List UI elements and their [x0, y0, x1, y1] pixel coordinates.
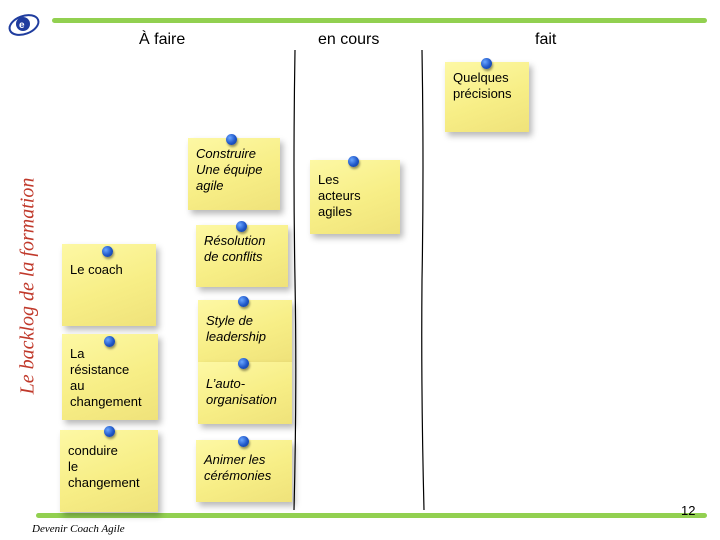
sticky-note-conduire-changement[interactable]: conduire le changement [60, 426, 158, 512]
sticky-note-style-leadership[interactable]: Style de leadership [198, 296, 292, 362]
note-text: Animer les cérémonies [204, 452, 272, 483]
note-text: Quelques précisions [453, 70, 512, 101]
backlog-title: Le backlog de la formation [16, 177, 39, 395]
sticky-note-acteurs-agiles[interactable]: Les acteurs agiles [310, 156, 400, 234]
header-rule [52, 18, 707, 23]
note-text: L’auto- organisation [206, 376, 277, 407]
column-divider-2 [420, 50, 425, 510]
company-logo-icon: e [8, 14, 40, 36]
note-text: La résistance au changement [70, 346, 142, 409]
sticky-note-animer-ceremonies[interactable]: Animer les cérémonies [196, 436, 292, 502]
pin-icon [226, 134, 237, 145]
sticky-note-resistance-changement[interactable]: La résistance au changement [62, 334, 158, 420]
note-text: conduire le changement [68, 443, 140, 490]
pin-icon [104, 336, 115, 347]
note-text: Style de leadership [206, 313, 266, 344]
column-divider-1 [292, 50, 297, 510]
page-number: 12 [681, 503, 696, 518]
sticky-note-le-coach[interactable]: Le coach [62, 244, 156, 326]
pin-icon [238, 358, 249, 369]
pin-icon [102, 246, 113, 257]
pin-icon [238, 436, 249, 447]
column-header-in-progress: en cours [318, 31, 380, 48]
column-header-done: fait [535, 31, 557, 48]
note-text: Construire Une équipe agile [196, 146, 263, 193]
sticky-note-quelques-precisions[interactable]: Quelques précisions [445, 58, 529, 132]
sticky-note-auto-organisation[interactable]: L’auto- organisation [198, 358, 292, 424]
pin-icon [348, 156, 359, 167]
note-text: Le coach [70, 262, 123, 277]
sticky-note-resolution-conflits[interactable]: Résolution de conflits [196, 221, 288, 287]
column-header-todo: À faire [139, 31, 186, 48]
note-text: Les acteurs agiles [318, 172, 361, 219]
footer-label: Devenir Coach Agile [32, 523, 125, 535]
pin-icon [238, 296, 249, 307]
pin-icon [481, 58, 492, 69]
pin-icon [104, 426, 115, 437]
svg-text:e: e [19, 20, 25, 31]
pin-icon [236, 221, 247, 232]
note-text: Résolution de conflits [204, 233, 266, 264]
sticky-note-construire-equipe[interactable]: Construire Une équipe agile [188, 134, 280, 210]
footer-rule [36, 513, 707, 518]
